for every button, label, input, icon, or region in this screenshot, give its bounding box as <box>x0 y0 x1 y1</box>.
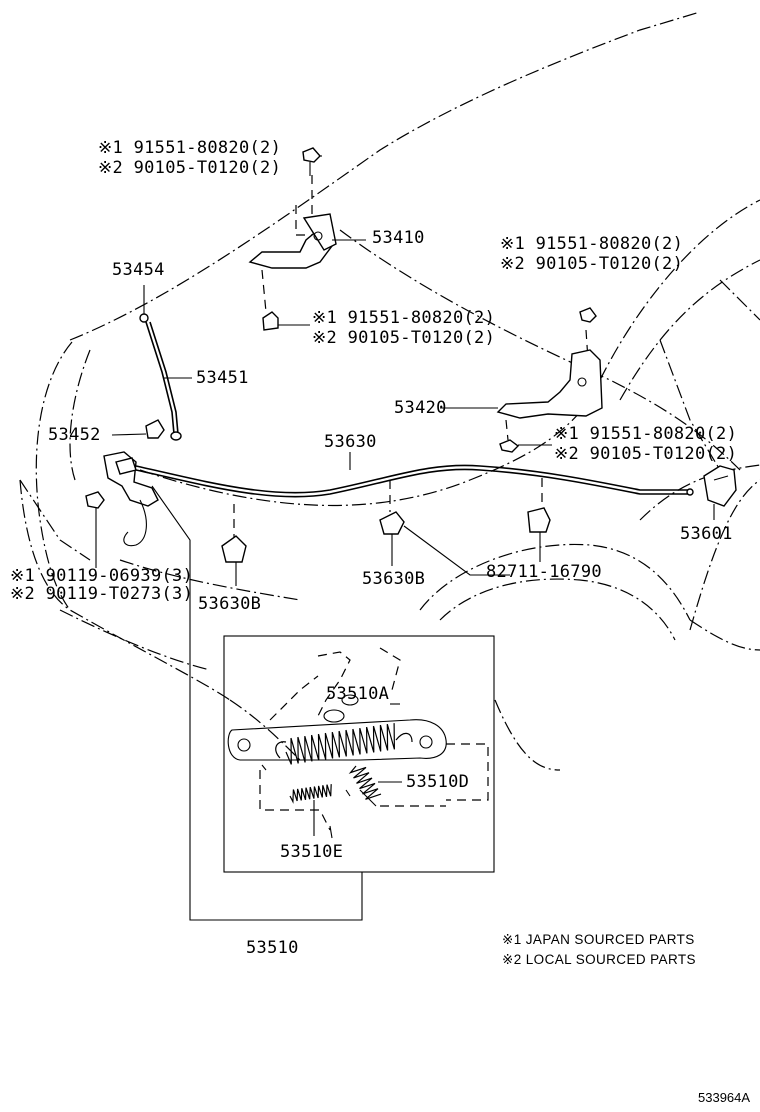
spring-53510e <box>289 784 332 804</box>
part-label-53630b-mid: 53630B <box>362 569 426 589</box>
bumper-outline <box>19 479 301 761</box>
bolt-label-mid-2: ※2 90105-T0120(2) <box>312 328 496 348</box>
bolt-label-low-2: ※2 90105-T0120(2) <box>554 444 738 464</box>
spring-53510a <box>285 723 395 765</box>
part-label-53630b-left: 53630B <box>198 594 262 614</box>
part-label-53510a: 53510A <box>326 684 390 704</box>
hood-support-rod <box>139 313 182 441</box>
fender-outline <box>419 464 760 771</box>
hinge-53420 <box>496 307 603 453</box>
part-label-53454: 53454 <box>112 260 165 280</box>
release-lever <box>703 465 737 507</box>
part-label-53410: 53410 <box>372 228 425 248</box>
lock-bolt-label-1: ※1 90119-06939(3) <box>10 566 194 586</box>
part-label-53510d: 53510D <box>406 772 470 792</box>
part-label-53451: 53451 <box>196 368 249 388</box>
spring-53510d <box>348 765 382 800</box>
hood-outline <box>35 11 760 611</box>
release-cable <box>135 464 694 563</box>
leader-lines <box>95 155 715 921</box>
bolt-label-mid-1: ※1 91551-80820(2) <box>312 308 496 328</box>
part-label-53452: 53452 <box>48 425 101 445</box>
bolt-label-top-1: ※1 91551-80820(2) <box>98 138 282 158</box>
bolt-label-right-1: ※1 91551-80820(2) <box>500 234 684 254</box>
lock-bolt-label-2: ※2 90119-T0273(3) <box>10 584 194 604</box>
part-label-53510e: 53510E <box>280 842 344 862</box>
legend-note-2: ※2 LOCAL SOURCED PARTS <box>502 952 696 967</box>
bolt-label-right-2: ※2 90105-T0120(2) <box>500 254 684 274</box>
part-label-53601: 53601 <box>680 524 733 544</box>
figure-id: 533964A <box>698 1090 751 1105</box>
legend-note-1: ※1 JAPAN SOURCED PARTS <box>502 932 695 947</box>
hood-lock <box>85 451 159 560</box>
bolt-label-low-1: ※1 91551-80820(2) <box>554 424 738 444</box>
hinge-53410 <box>248 147 337 331</box>
inset-leaders <box>313 703 402 836</box>
part-label-82711: 82711-16790 <box>486 562 602 582</box>
part-label-53630: 53630 <box>324 432 377 452</box>
part-label-53420: 53420 <box>394 398 447 418</box>
lock-detail-inset <box>223 635 495 873</box>
part-label-53510: 53510 <box>246 938 299 958</box>
bolt-label-top-2: ※2 90105-T0120(2) <box>98 158 282 178</box>
